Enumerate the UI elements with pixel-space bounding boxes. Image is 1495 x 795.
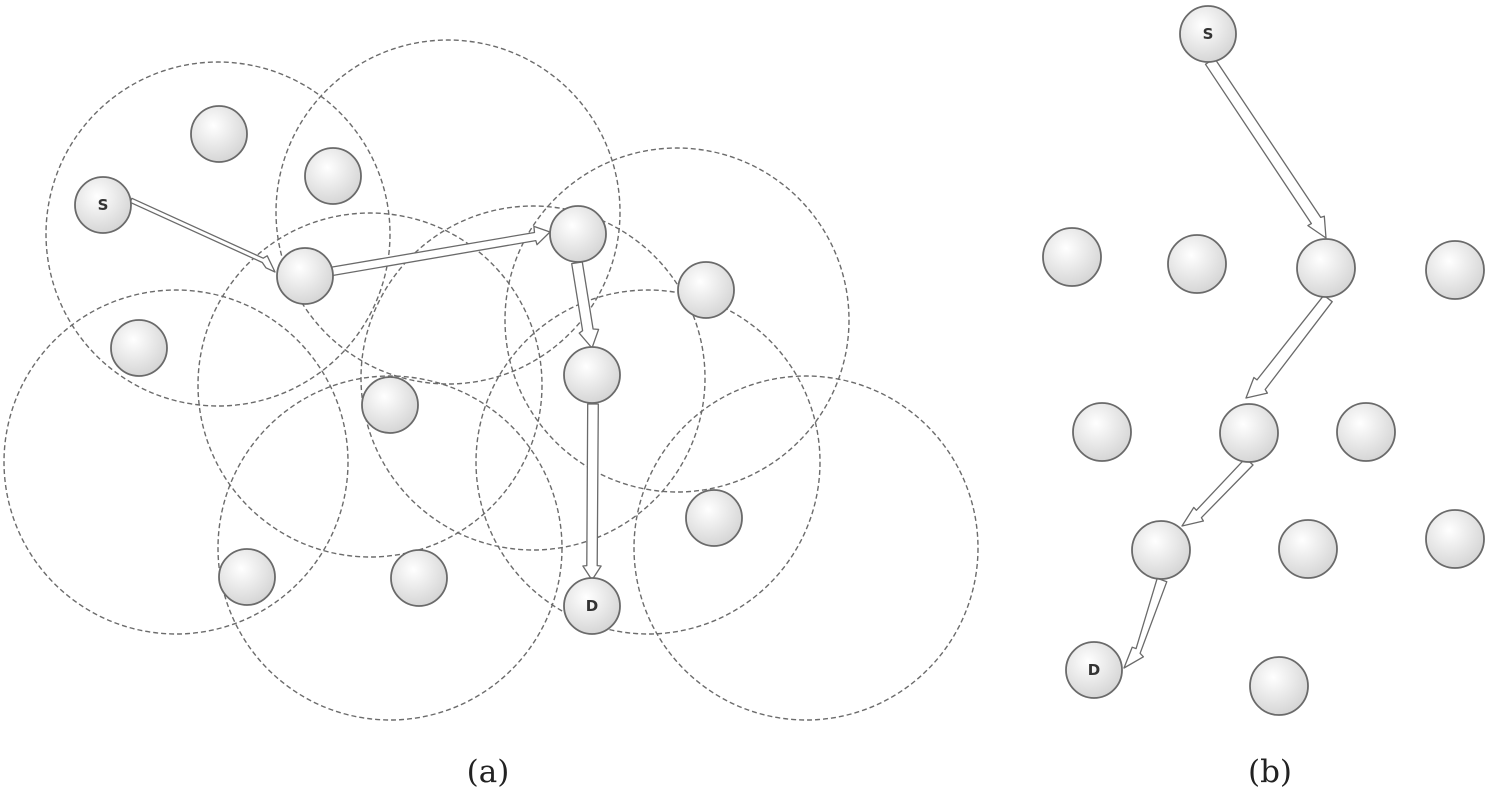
- node: [1167, 234, 1227, 294]
- route-arrow: [329, 225, 551, 277]
- node: [190, 105, 248, 163]
- transmission-ranges: [3, 39, 979, 721]
- route-arrows: [129, 197, 602, 581]
- transmission-range: [360, 205, 706, 551]
- transmission-range: [275, 39, 621, 385]
- transmission-range: [197, 212, 543, 558]
- transmission-range: [504, 147, 850, 493]
- node: [1042, 227, 1102, 287]
- source-node: S: [74, 176, 132, 234]
- route-arrow: [582, 403, 602, 581]
- destination-node: D: [1065, 641, 1123, 699]
- node: [1278, 519, 1338, 579]
- route-arrow: [1123, 577, 1168, 669]
- transmission-range: [3, 289, 349, 635]
- node: [361, 376, 419, 434]
- node: [1425, 509, 1485, 569]
- node: [218, 548, 276, 606]
- node: [1072, 402, 1132, 462]
- nodes: [110, 105, 743, 607]
- node: [1249, 656, 1309, 716]
- route-arrows: [1123, 57, 1333, 669]
- transmission-range: [45, 61, 391, 407]
- panel-a-diagram: S D: [3, 39, 979, 721]
- panel-b-caption: (b): [1248, 754, 1292, 790]
- destination-node: D: [563, 577, 621, 635]
- node: [549, 205, 607, 263]
- node: [1219, 403, 1279, 463]
- nodes: [1042, 227, 1485, 716]
- node: [563, 346, 621, 404]
- node: [110, 319, 168, 377]
- source-node: S: [1179, 5, 1237, 63]
- route-arrow: [571, 261, 600, 349]
- destination-node-label: D: [1088, 661, 1100, 679]
- node: [304, 147, 362, 205]
- node: [276, 247, 334, 305]
- destination-node-label: D: [586, 597, 598, 615]
- panel-a-caption: (a): [467, 754, 510, 790]
- route-arrow: [1181, 457, 1254, 527]
- transmission-range: [633, 375, 979, 721]
- node: [1336, 402, 1396, 462]
- node: [677, 261, 735, 319]
- node: [1131, 520, 1191, 580]
- route-arrow: [1245, 294, 1333, 399]
- node: [390, 549, 448, 607]
- node: [1296, 238, 1356, 298]
- transmission-range: [217, 375, 563, 721]
- route-arrow: [1204, 57, 1327, 239]
- node: [1425, 240, 1485, 300]
- node: [685, 489, 743, 547]
- panel-b-diagram: S D: [1042, 5, 1485, 716]
- transmission-range: [475, 289, 821, 635]
- route-arrow: [129, 197, 276, 273]
- source-node-label: S: [98, 196, 109, 214]
- source-node-label: S: [1203, 25, 1214, 43]
